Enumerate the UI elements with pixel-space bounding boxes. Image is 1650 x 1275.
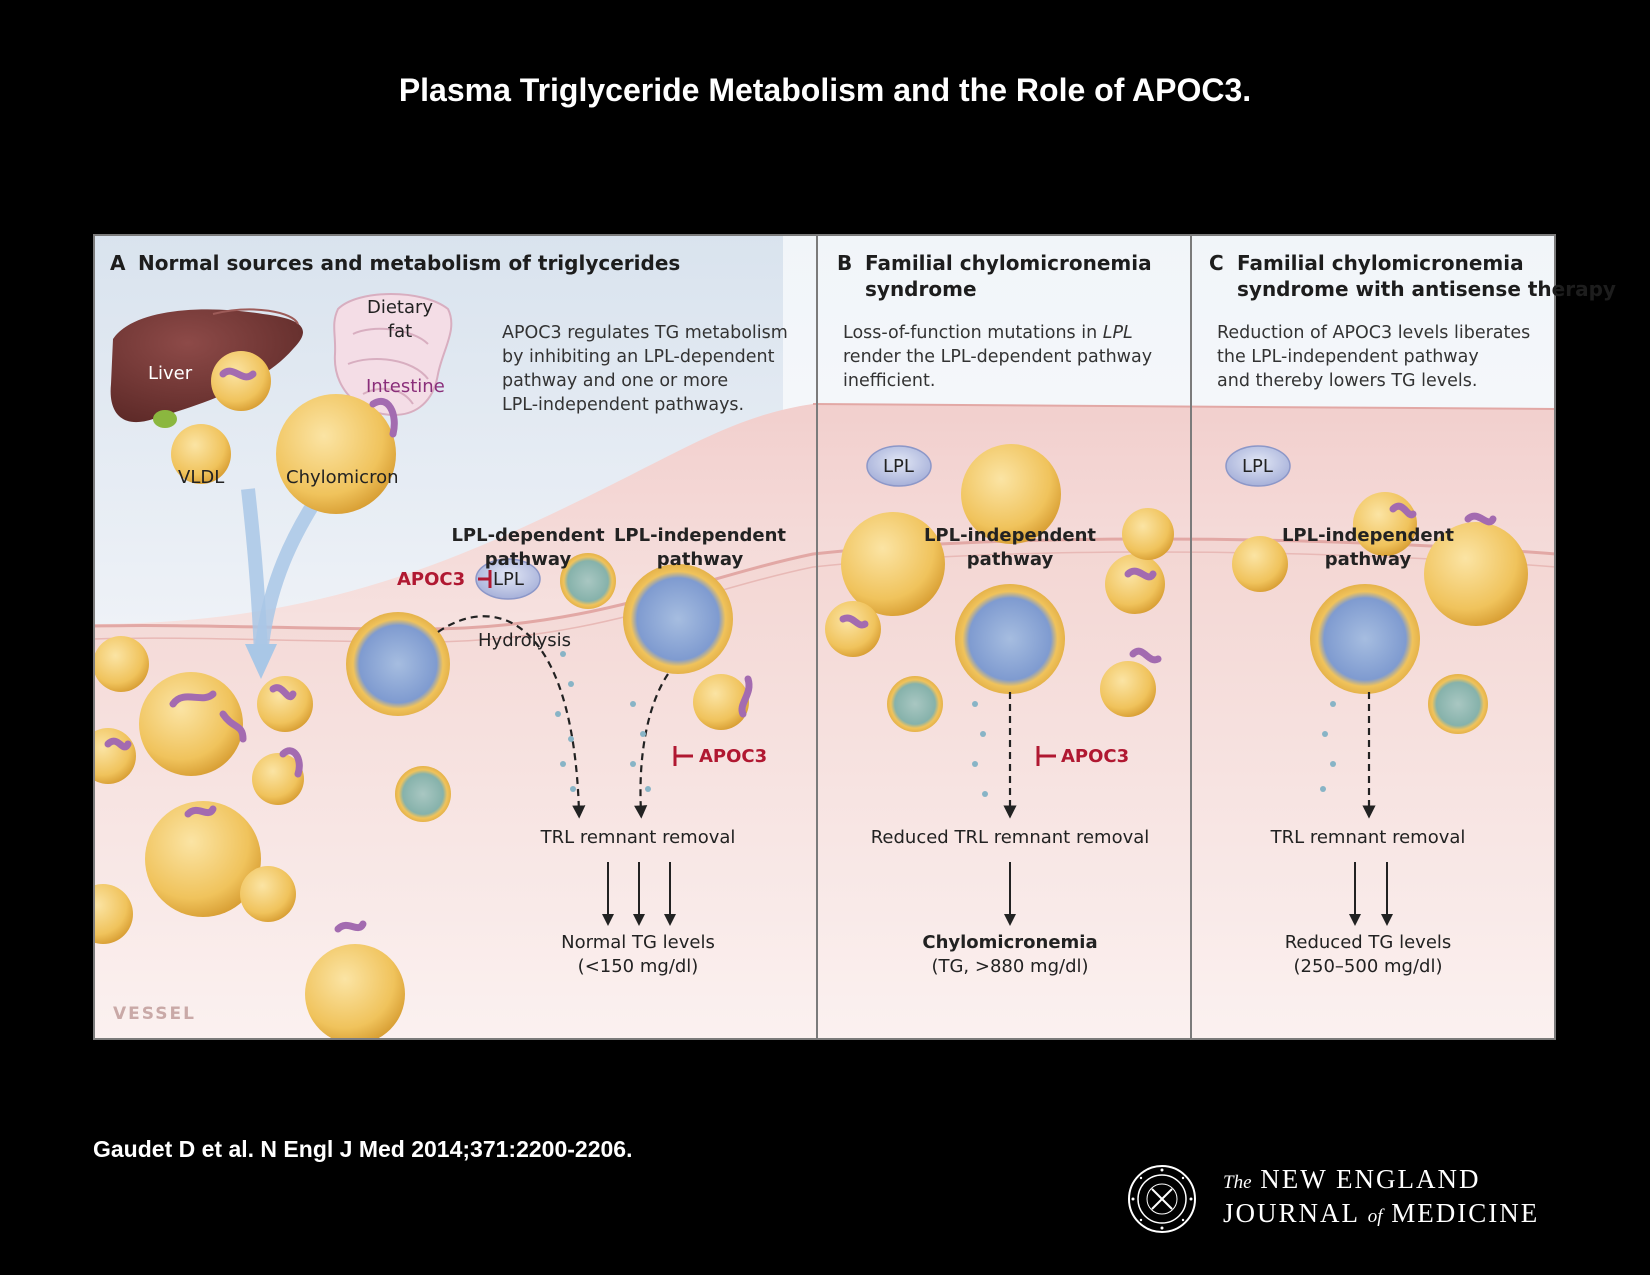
- journal-name-line1: The NEW ENGLAND: [1223, 1164, 1481, 1194]
- panel-a-result-label: Normal TG levels(<150 mg/dl): [561, 932, 715, 977]
- panel-a-apoc3-inhibitor-independent: APOC3: [699, 746, 768, 767]
- hydrolysis-label: Hydrolysis: [478, 630, 572, 651]
- intestine-label: Intestine: [366, 376, 445, 397]
- slide-title: Plasma Triglyceride Metabolism and the R…: [398, 72, 1252, 108]
- journal-name-line2: JOURNAL of MEDICINE: [1223, 1198, 1540, 1228]
- figure-illustration: [93, 234, 1556, 1040]
- chylomicron-label: Chylomicron: [286, 467, 399, 488]
- panel-c-lpl-label: LPL: [1242, 456, 1273, 477]
- panel-c-removal-label: TRL remnant removal: [1270, 827, 1466, 848]
- panel-b-removal-label: Reduced TRL remnant removal: [870, 827, 1150, 848]
- citation: Gaudet D et al. N Engl J Med 2014;371:22…: [93, 1136, 633, 1162]
- panel-c-result-label: Reduced TG levels(250–500 mg/dl): [1284, 932, 1452, 977]
- panel-a-apoc3-inhibitor-lpl: APOC3: [397, 569, 466, 590]
- nejm-logo: The NEW ENGLAND JOURNAL of MEDICINE: [1127, 1160, 1537, 1240]
- panel-b-lpl-label: LPL: [883, 456, 914, 477]
- liver-label: Liver: [148, 363, 193, 384]
- vessel-label: VESSEL: [113, 1004, 196, 1024]
- vldl-label: VLDL: [178, 467, 225, 488]
- panel-b-apoc3-inhibitor: APOC3: [1061, 746, 1130, 767]
- panel-b-result-label: Chylomicronemia(TG, >880 mg/dl): [922, 932, 1098, 977]
- nejm-seal-icon: [1128, 1165, 1196, 1233]
- panel-a-lpl-label: LPL: [493, 569, 524, 590]
- panel-a-removal-label: TRL remnant removal: [540, 827, 736, 848]
